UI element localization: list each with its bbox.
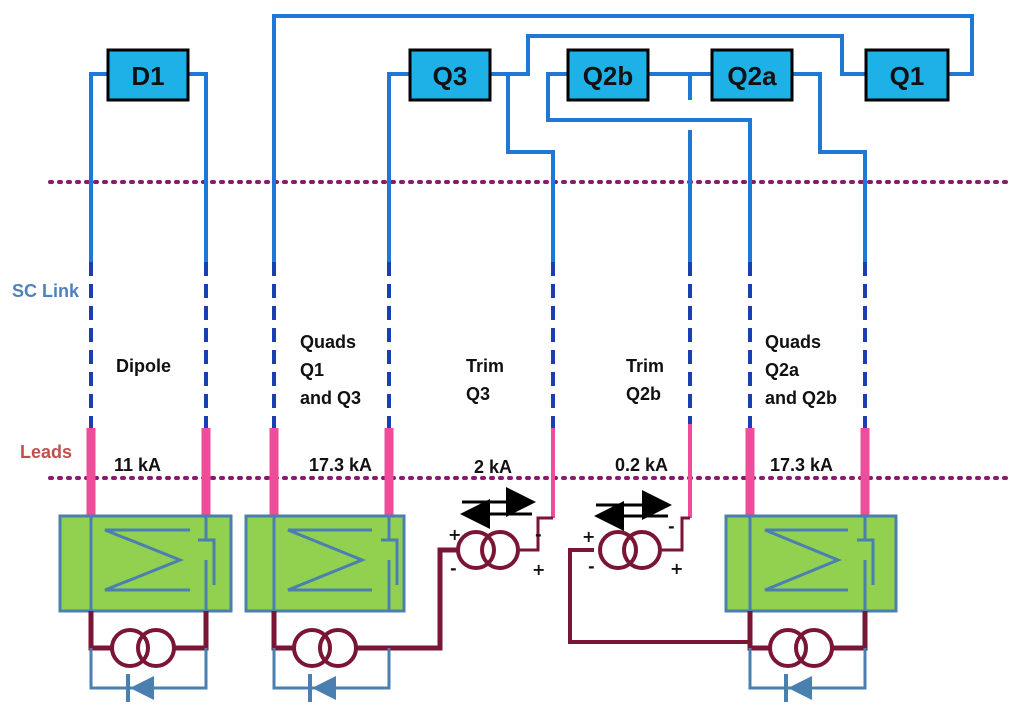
dipole-supply — [88, 611, 209, 702]
power-converter-quads-q1-q3 — [244, 514, 406, 613]
magnet-q1: Q1 — [864, 48, 950, 102]
trim-q3-label-line1: Trim — [466, 356, 504, 376]
svg-text:-: - — [668, 517, 675, 536]
diode-icon — [788, 676, 812, 700]
quads-q2a-q2b-supply — [568, 548, 868, 702]
trim-q2b-label-line2: Q2b — [626, 384, 661, 404]
magnet-q2a: Q2a — [710, 48, 794, 102]
svg-text:Q2a: Q2a — [727, 61, 777, 91]
quads-q2a-q2b-current: 17.3 kA — [770, 455, 833, 475]
sc-link-label: SC Link — [12, 281, 80, 301]
quads-q1-q3-label-line1: Quads — [300, 332, 356, 352]
trim-leads — [551, 424, 692, 518]
trim-q3-supply: + - - + — [448, 487, 553, 579]
svg-text:Q2b: Q2b — [583, 61, 634, 91]
trim-q2b-supply: + - - + — [582, 490, 690, 578]
trim-q2b-label-line1: Trim — [626, 356, 664, 376]
svg-text:+: + — [582, 527, 595, 546]
trim-q3-label-line2: Q3 — [466, 384, 490, 404]
diode-icon — [130, 676, 154, 700]
sc-link-wiring — [89, 14, 974, 262]
sc-link-dashes — [89, 262, 867, 428]
leads-label: Leads — [20, 442, 72, 462]
svg-text:-: - — [535, 525, 542, 544]
magnet-q3: Q3 — [408, 48, 492, 102]
quads-q1-q3-current: 17.3 kA — [309, 455, 372, 475]
trim-q3-current: 2 kA — [474, 457, 512, 477]
svg-text:Q3: Q3 — [433, 61, 468, 91]
svg-text:D1: D1 — [131, 61, 164, 91]
power-converter-quads-q2a-q2b — [724, 514, 898, 613]
quads-q1-q3-label-line2: Q1 — [300, 360, 324, 380]
trim-q2b-current: 0.2 kA — [615, 455, 668, 475]
quads-q2a-q2b-label-line1: Quads — [765, 332, 821, 352]
magnet-d1: D1 — [106, 48, 190, 102]
svg-text:-: - — [450, 559, 457, 578]
quads-q2a-q2b-label-line3: and Q2b — [765, 388, 837, 408]
svg-text:+: + — [532, 560, 545, 579]
dipole-label: Dipole — [116, 356, 171, 376]
svg-text:+: + — [670, 559, 683, 578]
svg-text:Q1: Q1 — [890, 61, 925, 91]
quads-q1-q3-label-line3: and Q3 — [300, 388, 361, 408]
power-converter-dipole — [58, 514, 233, 613]
svg-text:-: - — [588, 557, 595, 576]
diode-icon — [312, 676, 336, 700]
quads-q1-q3-supply — [271, 547, 458, 702]
dipole-current: 11 kA — [114, 455, 161, 475]
quads-q2a-q2b-label-line2: Q2a — [765, 360, 800, 380]
current-leads — [86, 428, 870, 516]
svg-text:+: + — [448, 525, 461, 544]
magnet-q2b: Q2b — [566, 48, 650, 102]
